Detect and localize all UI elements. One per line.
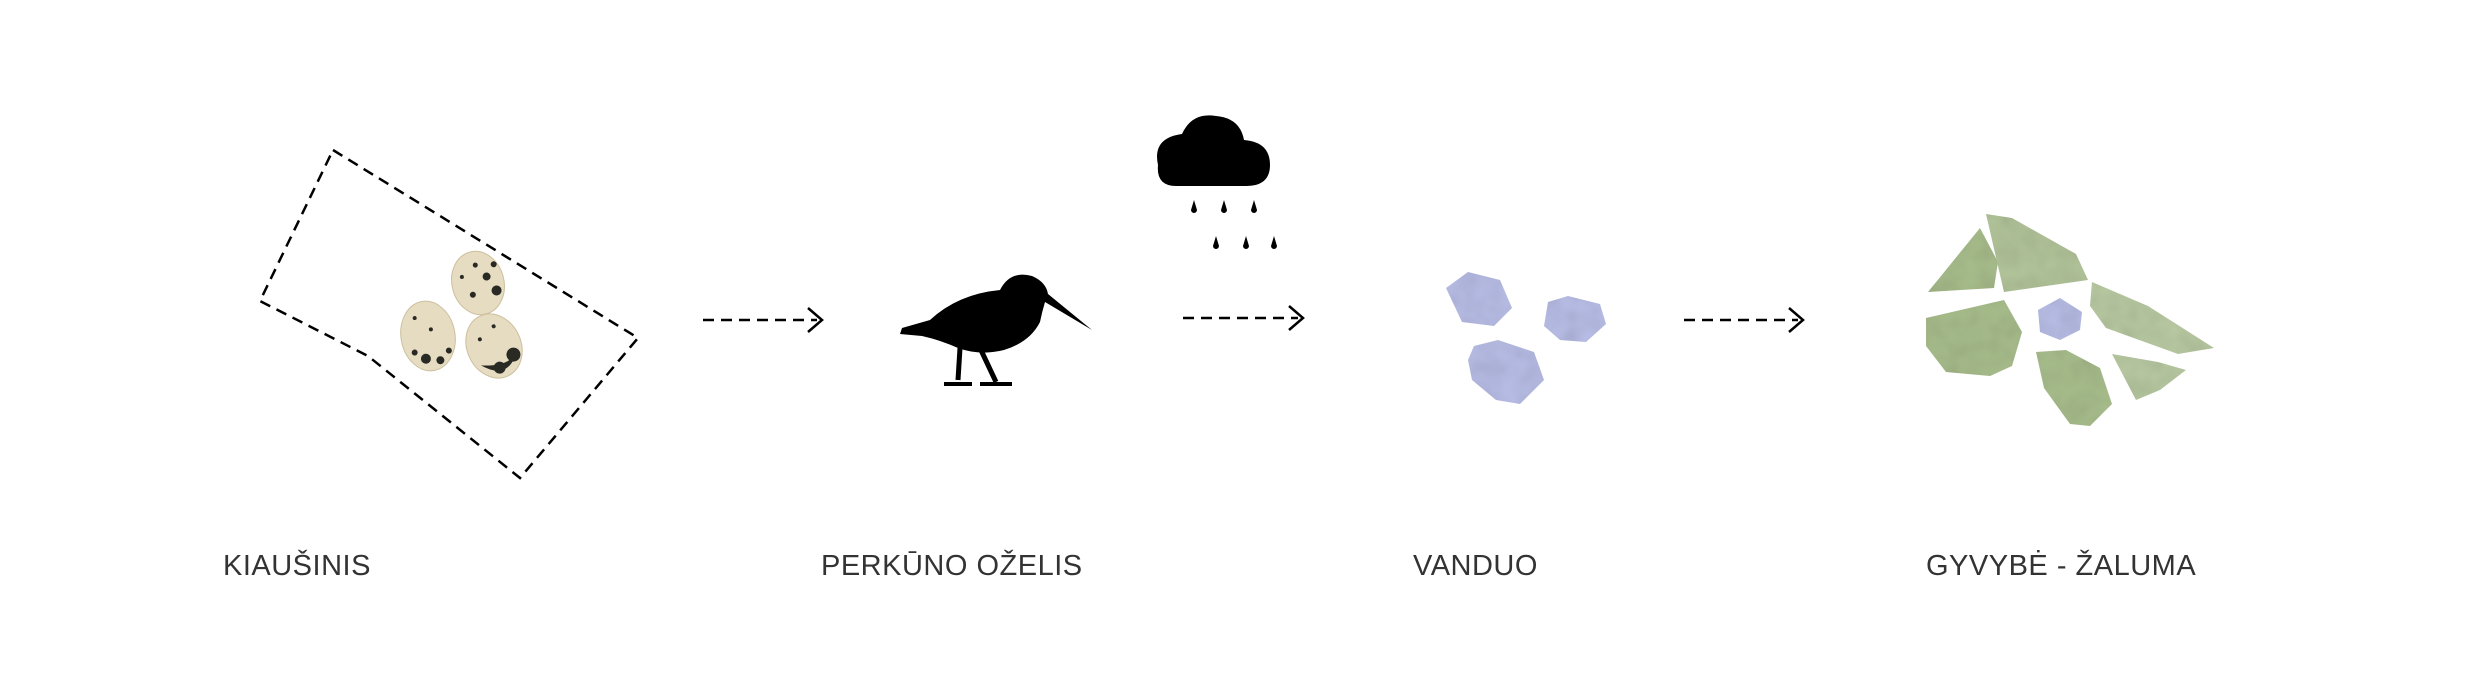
water-stone: [1544, 296, 1606, 342]
rain-cloud-icon: [1157, 115, 1277, 249]
egg: [400, 300, 456, 372]
egg: [451, 250, 505, 316]
snipe-bird-icon: [900, 274, 1092, 386]
eggs-icon: [258, 148, 640, 480]
dashed-arrow-icon: [1684, 307, 1805, 333]
green-fragments-icon: [1926, 214, 2214, 426]
green-fragment: [1928, 228, 1998, 292]
water-stone: [1468, 340, 1544, 404]
stage-label-life: GYVYBĖ - ŽALUMA: [1926, 550, 2197, 582]
stage-label-bird: PERKŪNO OŽELIS: [821, 550, 1083, 582]
water-stone: [1446, 272, 1512, 326]
dashed-arrow-icon: [1183, 305, 1305, 331]
water-stone: [2038, 298, 2082, 340]
green-fragment: [2036, 350, 2112, 426]
stage-label-egg: KIAUŠINIS: [223, 550, 371, 582]
nest-boundary: [258, 148, 640, 480]
egg: [465, 313, 523, 379]
green-fragment: [1926, 300, 2022, 376]
stage-label-water: VANDUO: [1413, 550, 1538, 582]
green-fragment: [2112, 354, 2186, 400]
water-stones-icon: [1446, 272, 1606, 404]
green-fragment: [1986, 214, 2088, 292]
green-fragment: [2090, 282, 2214, 354]
dashed-arrow-icon: [703, 307, 824, 333]
